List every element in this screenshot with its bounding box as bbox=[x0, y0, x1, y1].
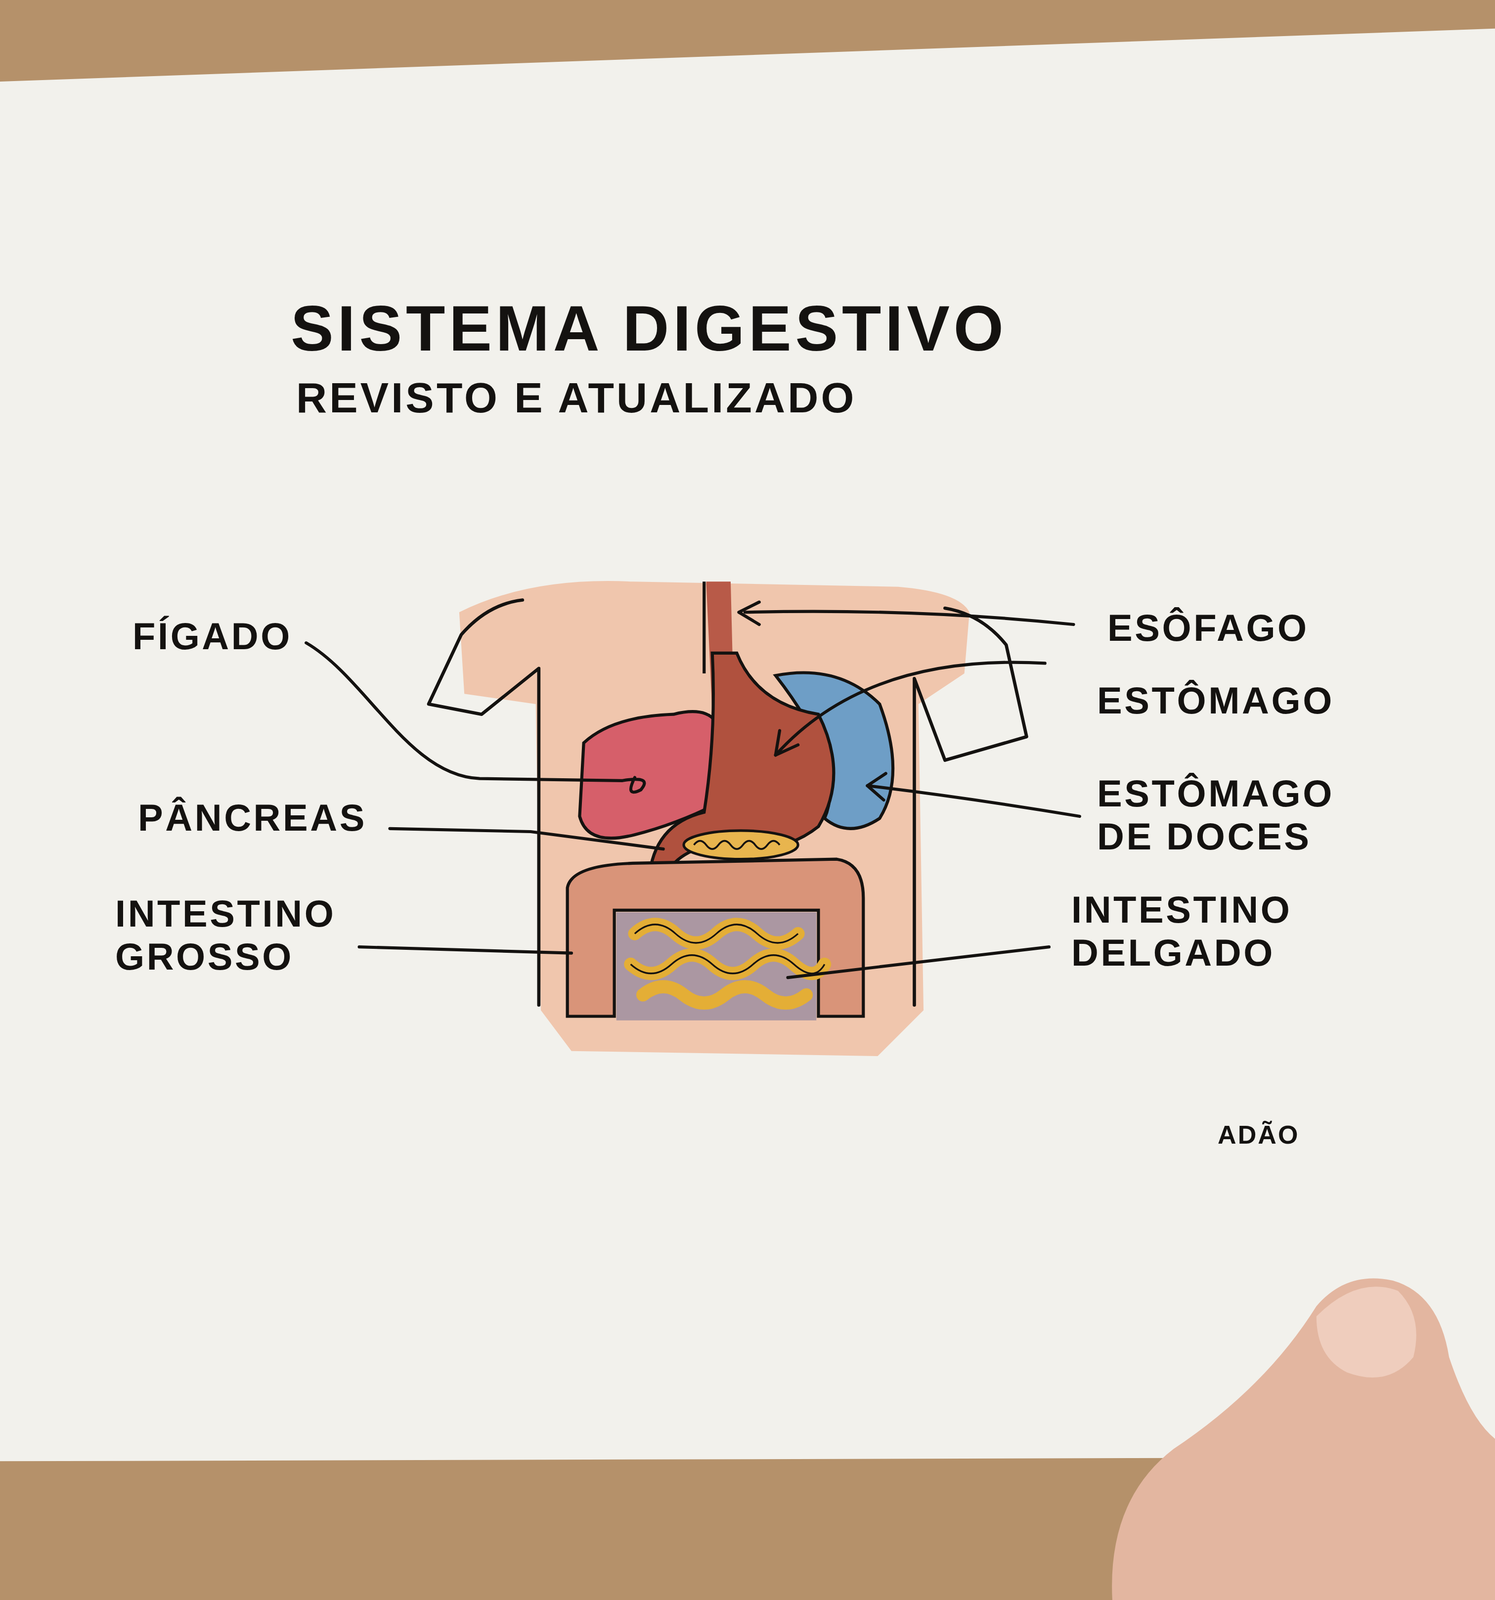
subtitle: REVISTO E ATUALIZADO bbox=[296, 373, 857, 423]
part-label: ESÔFAGO bbox=[1107, 606, 1310, 650]
esophagus-outline bbox=[702, 581, 706, 674]
small-intestine bbox=[630, 924, 825, 1004]
thumbnail bbox=[1316, 1286, 1417, 1378]
pancreas-texture bbox=[694, 840, 780, 850]
part-label: INTESTINO DELGADO bbox=[1071, 887, 1319, 975]
part-label: INTESTINO GROSSO bbox=[115, 891, 373, 979]
stomach bbox=[649, 653, 835, 880]
part-label: FÍGADO bbox=[132, 614, 293, 658]
part-label: PÂNCREAS bbox=[137, 795, 367, 839]
part-label: ESTÔMAGO DE DOCES bbox=[1097, 771, 1335, 859]
paper-sheet bbox=[0, 28, 1495, 1462]
torso-wash bbox=[459, 580, 970, 1056]
pancreas bbox=[683, 830, 798, 860]
signature: ADÃO bbox=[1217, 1120, 1300, 1150]
small-intestine-outline bbox=[630, 924, 825, 974]
title: SISTEMA DIGESTIVO bbox=[290, 291, 1008, 366]
leader-lines bbox=[306, 602, 1080, 978]
part-label: ESTÔMAGO bbox=[1097, 678, 1335, 722]
thumb bbox=[1111, 1277, 1495, 1600]
